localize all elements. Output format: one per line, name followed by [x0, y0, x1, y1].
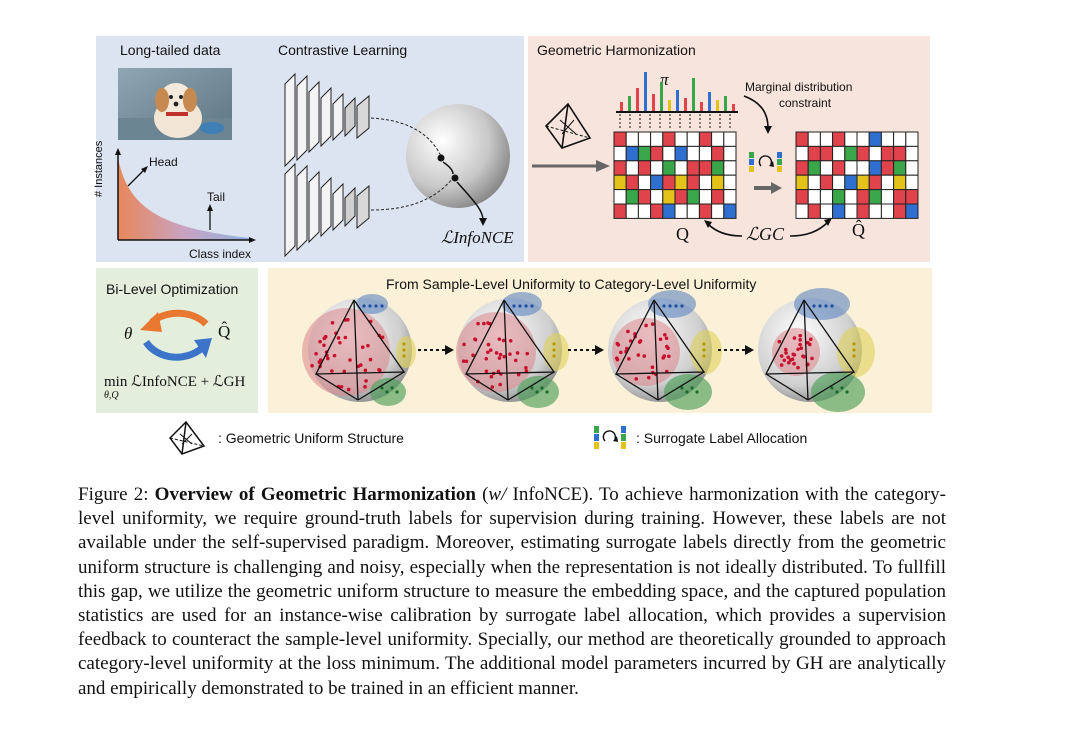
contrastive-title: Contrastive Learning — [278, 42, 408, 58]
bilevel-subscript: θ,Q — [104, 390, 119, 401]
caption-body: To achieve harmonization with the catego… — [78, 484, 946, 699]
bilevel-objective: min ℒInfoNCE + ℒGH — [104, 374, 246, 390]
q-matrix — [613, 131, 737, 219]
gc-loss: ℒGC — [746, 224, 784, 244]
label-allocation-icon — [749, 152, 782, 172]
bilevel-panel — [96, 268, 258, 413]
uniformity-spheres — [302, 288, 875, 412]
tetrahedron-legend-icon — [169, 420, 206, 455]
bilevel-qhat-label: Q̂ — [218, 322, 231, 341]
qhat-label: Q̂ — [852, 220, 865, 240]
long-tailed-title: Long-tailed data — [120, 42, 221, 58]
qhat-matrix — [795, 131, 919, 219]
figure-caption: Figure 2: Overview of Geometric Harmoniz… — [78, 483, 946, 701]
y-axis-label: # Instances — [93, 140, 105, 197]
caption-italic: w/ — [488, 484, 507, 505]
infonce-loss: ℒInfoNCE — [441, 228, 514, 247]
x-axis-label: Class index — [189, 247, 252, 261]
marginal-bars — [616, 72, 738, 130]
dog-photo — [118, 68, 232, 140]
caption-title: Overview of Geometric Harmonization — [154, 484, 476, 505]
gc-cycle-arrows — [704, 218, 832, 237]
alternating-arrows-icon — [140, 309, 212, 361]
q-label: Q — [676, 224, 689, 244]
right-arrow-icon — [532, 160, 610, 172]
bilevel-title: Bi-Level Optimization — [106, 281, 239, 297]
legend-allocation: : Surrogate Label Allocation — [636, 430, 808, 446]
constraint-line2: constraint — [779, 96, 832, 110]
label-allocation-legend-icon — [594, 426, 626, 449]
geometric-title: Geometric Harmonization — [537, 42, 696, 58]
caption-figure-label: Figure 2: — [78, 484, 149, 505]
encoder-stacks — [284, 72, 510, 258]
tail-label: Tail — [207, 190, 226, 204]
small-right-arrow-icon — [754, 182, 782, 194]
constraint-arrow — [743, 95, 772, 134]
caption-paren: ( — [482, 484, 489, 505]
long-tail-curve — [115, 148, 256, 243]
pi-label: π — [660, 70, 669, 89]
theta-label: θ — [124, 324, 133, 343]
legend-structure: : Geometric Uniform Structure — [218, 430, 404, 446]
uniformity-title: From Sample-Level Uniformity to Category… — [386, 276, 757, 292]
tetrahedron-icon — [544, 102, 592, 149]
caption-paren-rest: InfoNCE). — [506, 484, 594, 505]
constraint-line1: Marginal distribution — [745, 80, 853, 94]
head-label: Head — [149, 155, 178, 169]
